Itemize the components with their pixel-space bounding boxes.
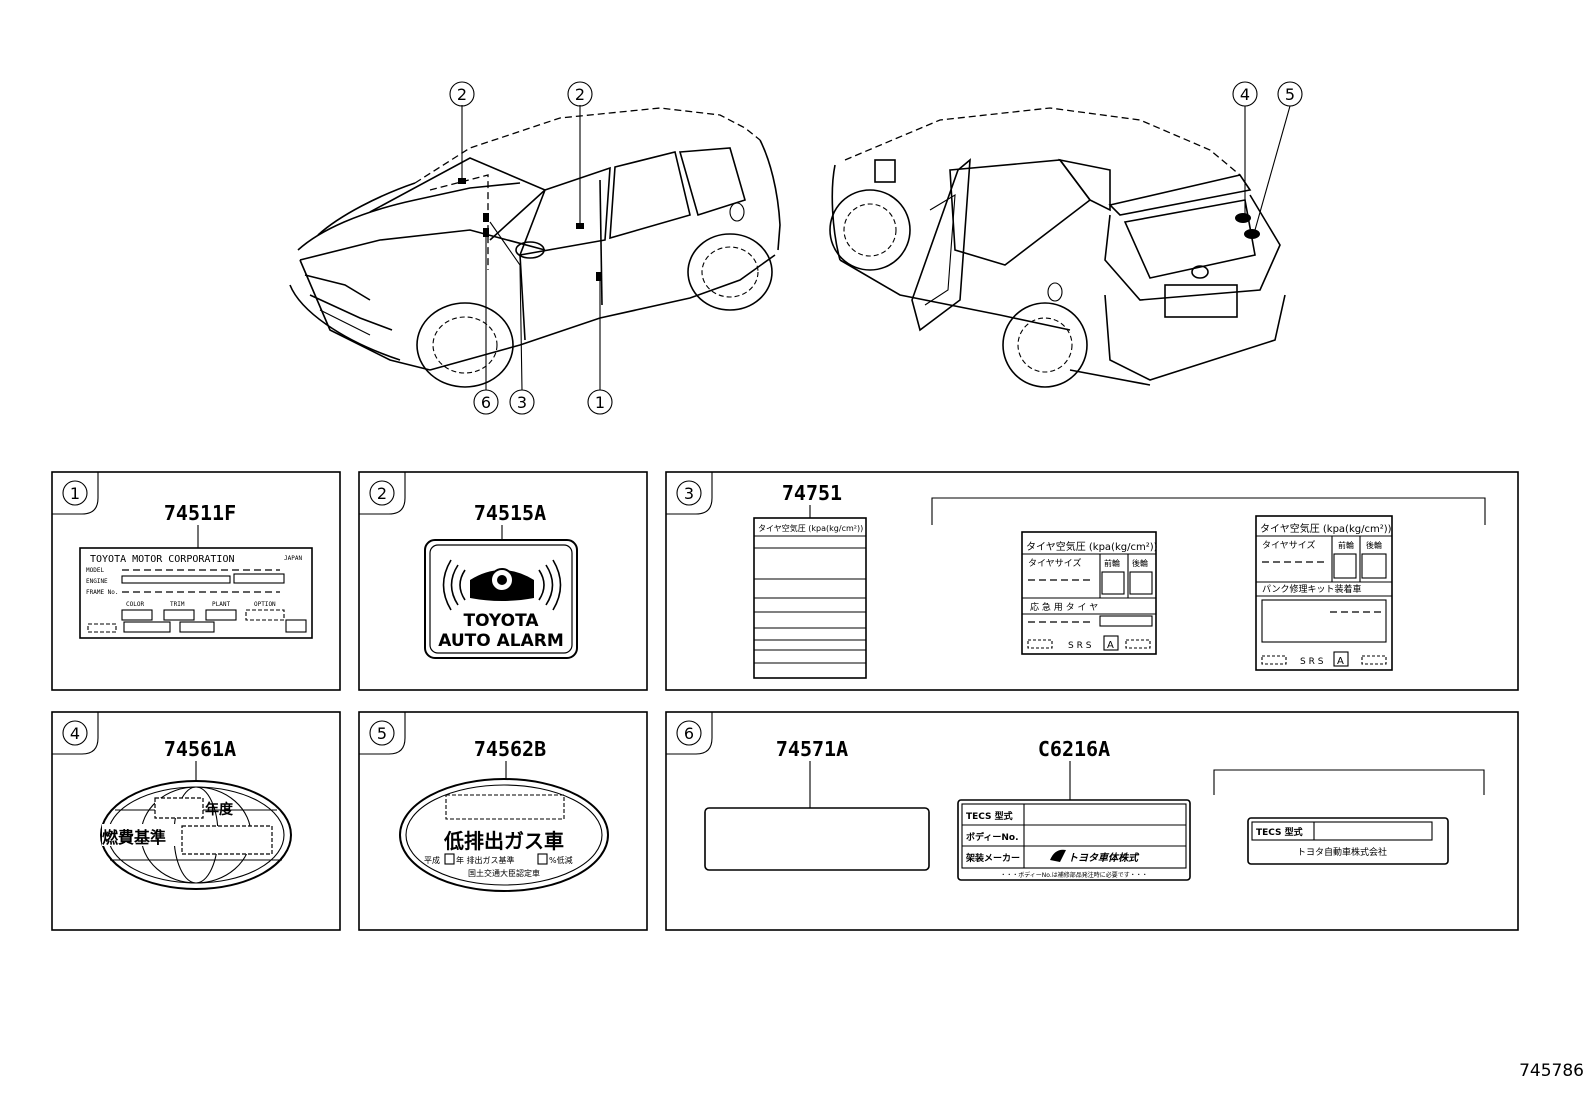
callout-2a: 2 xyxy=(449,81,475,107)
label-74571A xyxy=(704,807,930,871)
svg-text:MODEL: MODEL xyxy=(86,567,104,574)
callout-2b: 2 xyxy=(567,81,593,107)
panel-4: 4 74561A 年度 燃費基準 xyxy=(51,711,341,931)
callout-5-car: 5 xyxy=(1277,81,1303,107)
diagram-id: 745786 xyxy=(1519,1061,1584,1081)
svg-text:6: 6 xyxy=(684,724,694,743)
svg-text:架装メーカー: 架装メーカー xyxy=(965,852,1020,864)
svg-text:2: 2 xyxy=(457,85,467,104)
svg-text:TECS 型式: TECS 型式 xyxy=(1256,826,1303,838)
panel-3: 3 74751 タイヤ空気圧 (kpa(kg/cm²)) タイヤ空気圧 (kpa… xyxy=(665,471,1519,691)
svg-text:国土交通大臣認定車: 国土交通大臣認定車 xyxy=(468,868,540,878)
svg-text:後輪: 後輪 xyxy=(1366,540,1382,550)
label-74751-a: タイヤ空気圧 (kpa(kg/cm²)) xyxy=(753,517,867,679)
label-74751-b: タイヤ空気圧 (kpa(kg/cm²)) タイヤサイズ 前輪 後輪 応 急 用 … xyxy=(1021,531,1158,655)
part-number-74561A: 74561A xyxy=(164,737,236,761)
label-74562B: 低排出ガス車 平成 年 排出ガス基準 %低減 国土交通大臣認定車 xyxy=(399,778,609,892)
part-number-C6216A: C6216A xyxy=(1038,737,1110,761)
label-tecs: TECS 型式 トヨタ自動車株式会社 xyxy=(1247,817,1449,865)
svg-text:FRAME No.: FRAME No. xyxy=(86,589,119,596)
label-74561A: 年度 燃費基準 xyxy=(100,780,292,890)
part-number-74511F: 74511F xyxy=(164,501,236,525)
car-rear-view xyxy=(829,105,1291,388)
svg-text:2: 2 xyxy=(575,85,585,104)
svg-text:タイヤサイズ: タイヤサイズ xyxy=(1262,539,1315,551)
svg-text:5: 5 xyxy=(377,724,387,743)
svg-text:タイヤ空気圧 (kpa(kg/cm²)): タイヤ空気圧 (kpa(kg/cm²)) xyxy=(1026,540,1158,553)
svg-text:2: 2 xyxy=(377,484,387,503)
svg-text:%低減: %低減 xyxy=(549,855,573,865)
callout-circles: 2 2 6 3 1 4 5 xyxy=(449,81,1303,415)
svg-text:ENGINE: ENGINE xyxy=(86,578,108,585)
label-74511F: TOYOTA MOTOR CORPORATION JAPAN MODEL ENG… xyxy=(79,547,313,639)
svg-text:4: 4 xyxy=(1240,85,1250,104)
svg-text:TECS 型式: TECS 型式 xyxy=(966,810,1013,822)
svg-text:S R S: S R S xyxy=(1068,641,1092,651)
panel-6: 6 74571A C6216A TECS 型式 ボディーNo. 架装メーカー ト… xyxy=(665,711,1519,931)
panel-5: 5 74562B 低排出ガス車 平成 年 排出ガス基準 %低減 国土交通大臣認定… xyxy=(358,711,648,931)
svg-text:TRIM: TRIM xyxy=(170,601,185,608)
svg-text:・・・ボディーNo.は補修部品発注時に必要です・・・: ・・・ボディーNo.は補修部品発注時に必要です・・・ xyxy=(1000,871,1148,879)
svg-text:トヨタ自動車株式会社: トヨタ自動車株式会社 xyxy=(1297,846,1387,858)
callout-1-car: 1 xyxy=(587,389,613,415)
svg-text:5: 5 xyxy=(1285,85,1295,104)
part-number-74562B: 74562B xyxy=(474,737,546,761)
svg-text:タイヤサイズ: タイヤサイズ xyxy=(1028,557,1081,569)
svg-text:年度: 年度 xyxy=(205,801,234,818)
svg-text:COLOR: COLOR xyxy=(126,601,144,608)
svg-text:TOYOTA MOTOR CORPORATION: TOYOTA MOTOR CORPORATION xyxy=(90,554,235,565)
svg-text:A: A xyxy=(1107,640,1114,651)
svg-text:パンク修理キット装着車: パンク修理キット装着車 xyxy=(1262,583,1361,595)
label-74515A: TOYOTA AUTO ALARM xyxy=(424,539,578,659)
svg-text:低排出ガス車: 低排出ガス車 xyxy=(443,829,564,853)
label-C6216A: TECS 型式 ボディーNo. 架装メーカー トヨタ車体株式 ・・・ボディーNo… xyxy=(957,799,1191,881)
svg-text:AUTO ALARM: AUTO ALARM xyxy=(438,631,564,651)
callout-6-car: 6 xyxy=(473,389,499,415)
svg-text:A: A xyxy=(1337,656,1344,667)
callout-3-car: 3 xyxy=(509,389,535,415)
svg-text:TOYOTA: TOYOTA xyxy=(463,611,539,631)
svg-text:応 急 用 タ イ ヤ: 応 急 用 タ イ ヤ xyxy=(1030,601,1098,613)
svg-text:タイヤ空気圧 (kpa(kg/cm²)): タイヤ空気圧 (kpa(kg/cm²)) xyxy=(1260,522,1392,535)
svg-text:ボディーNo.: ボディーNo. xyxy=(966,831,1019,843)
svg-text:OPTION: OPTION xyxy=(254,601,276,608)
svg-text:3: 3 xyxy=(684,484,694,503)
svg-text:前輪: 前輪 xyxy=(1104,558,1120,568)
svg-text:S R S: S R S xyxy=(1300,657,1324,667)
svg-text:PLANT: PLANT xyxy=(212,601,230,608)
part-number-74515A: 74515A xyxy=(474,501,546,525)
label-74751-c: タイヤ空気圧 (kpa(kg/cm²)) タイヤサイズ 前輪 後輪 パンク修理キ… xyxy=(1255,515,1393,671)
svg-text:3: 3 xyxy=(517,393,527,412)
svg-text:後輪: 後輪 xyxy=(1132,558,1148,568)
svg-text:JAPAN: JAPAN xyxy=(284,555,302,562)
svg-text:年 排出ガス基準: 年 排出ガス基準 xyxy=(456,855,515,865)
svg-text:1: 1 xyxy=(70,484,80,503)
panel-2: 2 74515A TOYOTA AUTO ALARM xyxy=(358,471,648,691)
svg-text:1: 1 xyxy=(595,393,605,412)
svg-text:燃費基準: 燃費基準 xyxy=(102,828,166,847)
svg-text:平成: 平成 xyxy=(424,855,440,865)
svg-text:前輪: 前輪 xyxy=(1338,540,1354,550)
part-number-74751: 74751 xyxy=(782,481,842,505)
part-number-74571A: 74571A xyxy=(776,737,848,761)
svg-text:4: 4 xyxy=(70,724,80,743)
svg-text:タイヤ空気圧 (kpa(kg/cm²)): タイヤ空気圧 (kpa(kg/cm²)) xyxy=(758,523,863,533)
callout-4-car: 4 xyxy=(1232,81,1258,107)
panel-1: 1 74511F TOYOTA MOTOR CORPORATION JAPAN … xyxy=(51,471,341,691)
car-front-view xyxy=(289,105,781,391)
svg-text:トヨタ車体株式: トヨタ車体株式 xyxy=(1068,852,1140,864)
svg-text:6: 6 xyxy=(481,393,491,412)
